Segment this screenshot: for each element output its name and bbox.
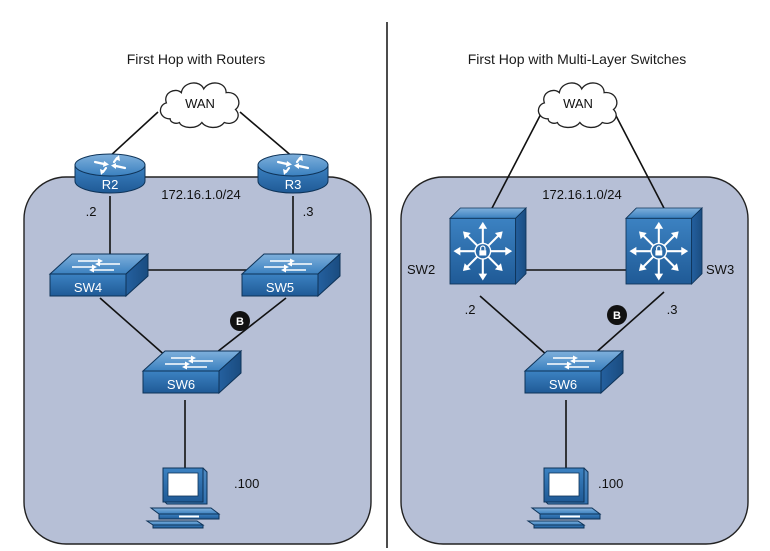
right-links	[479, 107, 667, 470]
r2-label: R2	[102, 177, 119, 192]
switch-sw4: SW4	[49, 253, 149, 297]
sw2-label: SW2	[407, 262, 435, 277]
left-subnet-label: 172.16.1.0/24	[161, 187, 241, 202]
right-wan-cloud: WAN	[537, 82, 618, 129]
r3-ip-label: .3	[303, 204, 314, 219]
multilayer-switch-icon	[448, 206, 528, 286]
link-wan-r3	[239, 111, 295, 159]
link-sw5-sw6	[211, 297, 287, 357]
right-pc-ip-label: .100	[598, 476, 623, 491]
left-blocked-port: B	[230, 311, 250, 331]
sw2-ip-label: .2	[465, 302, 476, 317]
left-pc: .100	[146, 467, 259, 529]
left-wan-cloud: WAN	[159, 82, 240, 129]
blocked-port-icon	[607, 305, 627, 325]
r3-label: R3	[285, 177, 302, 192]
router-r2: R2	[73, 152, 147, 195]
right-sw6-label: SW6	[549, 377, 577, 392]
sw3-label: SW3	[706, 262, 734, 277]
link-sw2-sw6	[479, 295, 549, 357]
right-title: First Hop with Multi-Layer Switches	[468, 51, 687, 67]
r2-ip-label: .2	[86, 204, 97, 219]
link-wan-sw3	[611, 107, 667, 213]
left-title: First Hop with Routers	[127, 51, 265, 67]
link-sw3-sw6	[591, 291, 665, 357]
left-links	[99, 111, 295, 470]
mls-sw3: SW3	[624, 206, 734, 286]
right-wan-label: WAN	[563, 96, 593, 111]
router-r3: R3	[256, 152, 330, 195]
sw5-label: SW5	[266, 280, 294, 295]
sw4-label: SW4	[74, 280, 102, 295]
right-panel: First Hop with Multi-Layer Switches WAN …	[400, 51, 749, 545]
left-pc-ip-label: .100	[234, 476, 259, 491]
right-subnet-label: 172.16.1.0/24	[542, 187, 622, 202]
right-blocked-label: B	[613, 310, 621, 322]
link-wan-r2	[107, 111, 159, 159]
switch-sw5: SW5	[241, 253, 341, 297]
switch-sw6-left: SW6	[142, 350, 242, 394]
blocked-port-icon	[230, 311, 250, 331]
multilayer-switch-icon	[624, 206, 704, 286]
left-sw6-label: SW6	[167, 377, 195, 392]
link-sw4-sw6	[99, 297, 169, 359]
left-panel: First Hop with Routers WAN R2 R3 172.16.…	[23, 51, 372, 545]
switch-sw6-right: SW6	[524, 350, 624, 394]
right-pc: .100	[527, 467, 623, 529]
mls-sw2: SW2	[407, 206, 528, 286]
left-blocked-label: B	[236, 316, 244, 328]
sw3-ip-label: .3	[667, 302, 678, 317]
right-blocked-port: B	[607, 305, 627, 325]
left-wan-label: WAN	[185, 96, 215, 111]
link-wan-sw2	[489, 107, 545, 213]
